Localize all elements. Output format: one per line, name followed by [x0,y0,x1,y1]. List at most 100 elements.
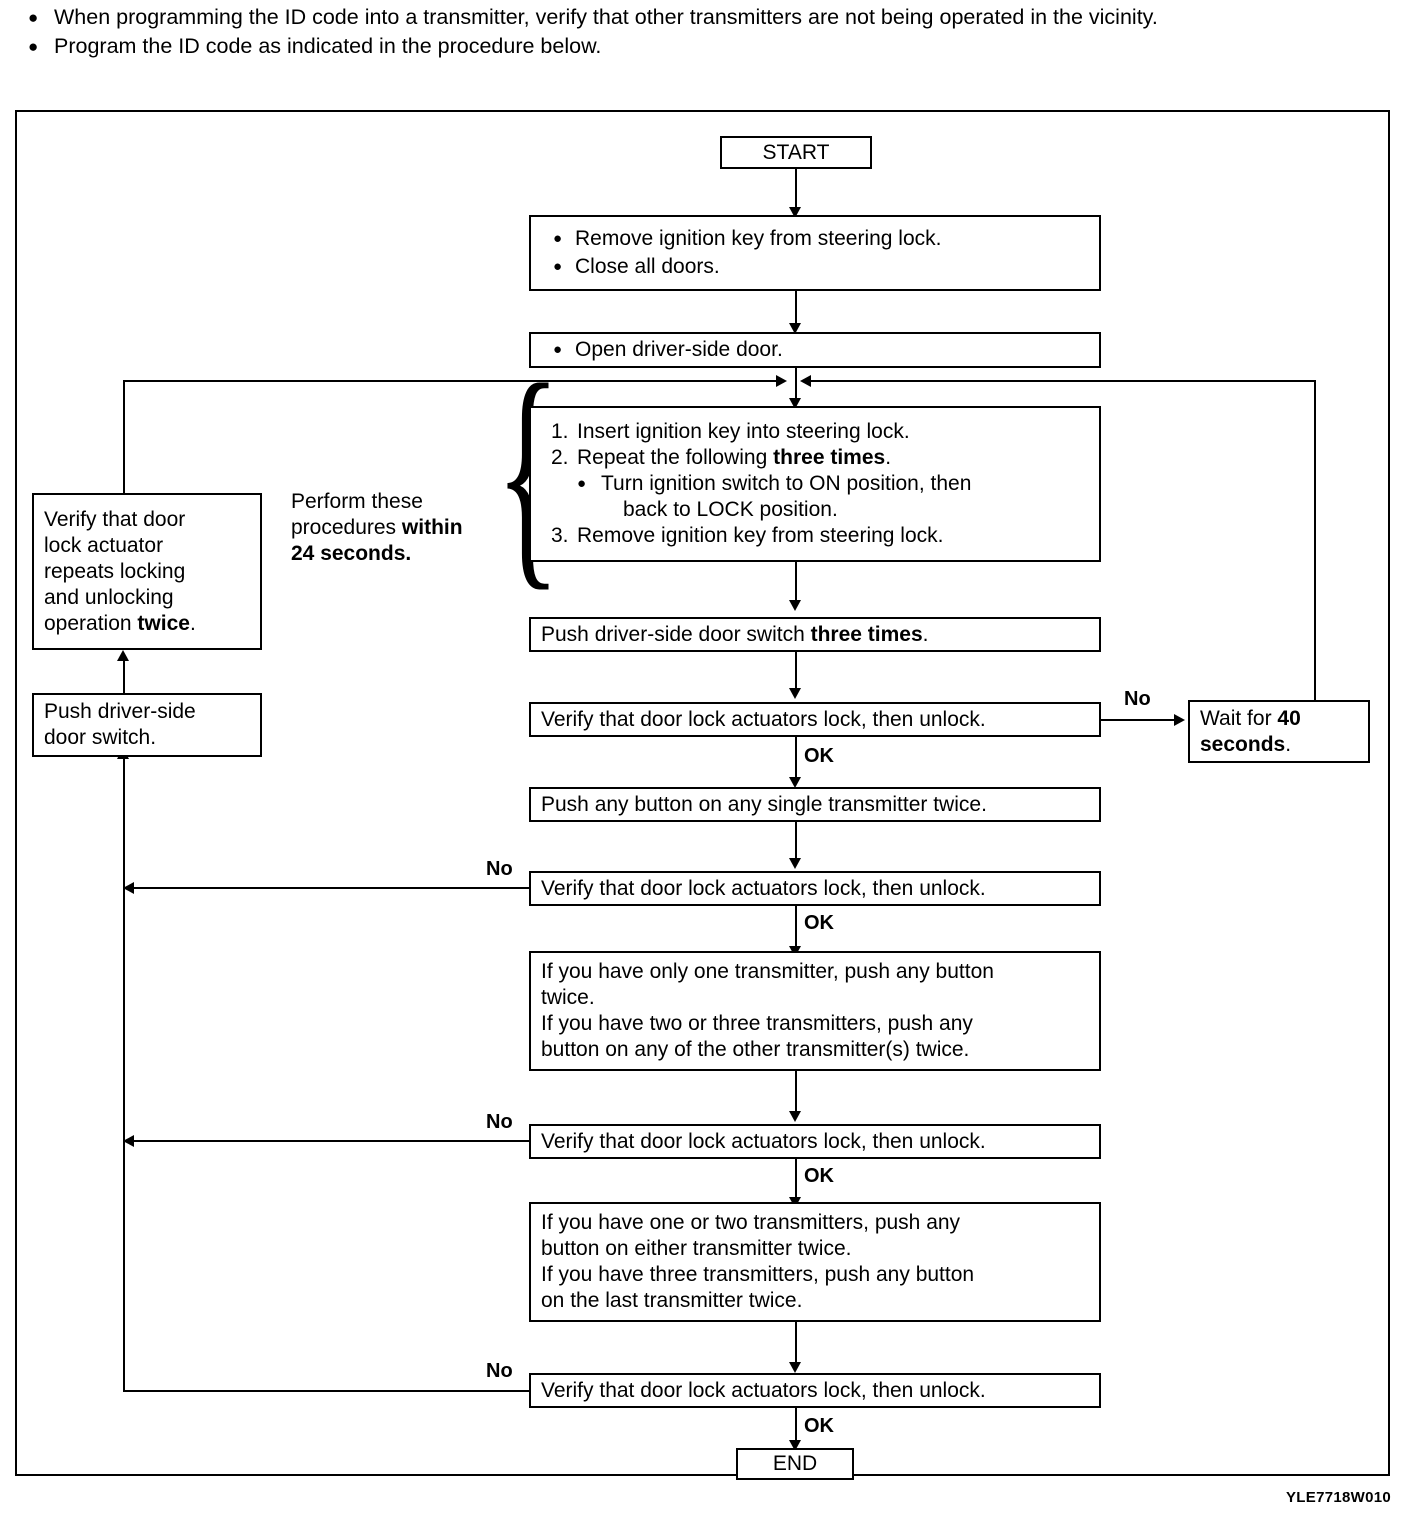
open-door-item-text: Open driver-side door. [575,338,783,361]
flow-node-wait: Wait for 40 seconds. [1188,700,1370,763]
wait-line1: Wait for 40 [1200,706,1301,730]
step-text: Remove ignition key from steering lock. [577,524,944,547]
bullet-dot-icon: ● [553,230,563,247]
bullet-dot-icon: ● [28,37,39,56]
bullet-dot-icon: ● [553,258,563,275]
push-door-switch-line2: door switch. [44,726,157,749]
step-text: Repeat the following three times. [577,446,892,469]
step-number: 3. [551,524,569,547]
left-trunk-upper [123,380,125,493]
flow-node-verify-actuator-repeat: Verify that door lock actuator repeats l… [32,493,262,650]
arrowhead-down-icon [789,323,801,334]
arrowhead-up-icon [117,650,129,661]
connector-verify3-no [123,1140,529,1142]
connector-transmitterb-to-verify4 [795,1322,797,1366]
connector-verify1-ok [795,737,797,783]
edge-label-ok: OK [804,1165,834,1187]
connector-pushdoorswitch-to-verifyrepeat [123,661,125,693]
transmitter-a-line3: If you have two or three transmitters, p… [541,1012,973,1035]
intro-bullet-text: When programming the ID code into a tran… [54,5,1158,29]
connector-prep-to-opendoor [795,291,797,329]
edge-label-ok: OK [804,745,834,767]
verify-3-text: Verify that door lock actuators lock, th… [541,1129,986,1153]
transmitter-a-line2: twice. [541,986,595,1009]
arrowhead-left-icon [800,375,811,387]
arrowhead-left-icon [123,882,134,894]
step-number: 1. [551,420,569,443]
flow-node-verify-3: Verify that door lock actuators lock, th… [529,1124,1101,1159]
flow-node-open-door: ● Open driver-side door. [529,332,1101,368]
flow-node-verify-1: Verify that door lock actuators lock, th… [529,702,1101,737]
open-door-item-list: ● Open driver-side door. [531,336,1099,364]
push-door-switch-line1: Push driver-side [44,700,196,723]
arrowhead-down-icon [789,688,801,699]
prep-item: ● Remove ignition key from steering lock. [531,225,1099,253]
merge-line-left [123,380,783,382]
flow-node-transmitter-b: If you have one or two transmitters, pus… [529,1202,1101,1322]
arrowhead-right-icon [1174,714,1185,726]
step-number: 2. [551,446,569,469]
flow-node-verify-2: Verify that door lock actuators lock, th… [529,871,1101,906]
flow-node-verify-4: Verify that door lock actuators lock, th… [529,1373,1101,1408]
intro-bullet-text: Program the ID code as indicated in the … [54,34,602,58]
verify-repeat-line5: operation twice. [44,611,196,635]
merge-line-right [808,380,1316,382]
arrowhead-down-icon [789,1362,801,1373]
connector-verify4-no [123,1390,529,1392]
connector-transmittera-to-verify3 [795,1071,797,1115]
prep-item: ●Close all doors. [531,253,1099,281]
prep-item-list: ● Remove ignition key from steering lock.… [531,225,1099,281]
key-procedure-subitem: ● Turn ignition switch to ON position, t… [531,471,1099,523]
flow-node-push-single-transmitter: Push any button on any single transmitte… [529,787,1101,822]
bullet-dot-icon: ● [553,341,563,358]
timed-note: Perform these procedures within 24 secon… [291,489,496,567]
arrowhead-down-icon [789,1111,801,1122]
verify-2-text: Verify that door lock actuators lock, th… [541,876,986,900]
arrowhead-right-icon [776,375,787,387]
edge-label-no: No [486,858,513,880]
connector-verify4-ok [795,1408,797,1446]
edge-label-ok: OK [804,912,834,934]
left-feedback-trunk [123,757,125,1391]
flow-node-key-procedure: 1. Insert ignition key into steering loc… [529,406,1101,562]
step-text: Insert ignition key into steering lock. [577,420,910,443]
connector-keyproc-to-pushswitch [795,562,797,604]
transmitter-a-line4: button on any of the other transmitter(s… [541,1038,970,1061]
wait-line2: seconds. [1200,732,1292,756]
edge-label-ok: OK [804,1415,834,1437]
end-label: END [772,1452,818,1475]
arrowhead-down-icon [789,600,801,611]
open-door-item: ● Open driver-side door. [531,336,1099,364]
prep-item-text: Remove ignition key from steering lock. [575,227,942,250]
reference-code: YLE7718W010 [1286,1489,1392,1506]
connector-merge-to-keyproc [795,382,797,404]
transmitter-a-line1: If you have only one transmitter, push a… [541,960,994,983]
right-feedback-trunk [1314,380,1316,700]
intro-bullet-item: ● Program the ID code as indicated in th… [18,33,1398,60]
timed-note-line2: procedures within [291,516,463,539]
connector-pushsingle-to-verify2 [795,822,797,864]
intro-bullet-item: ● When programming the ID code into a tr… [18,4,1398,31]
timed-note-line1: Perform these [291,490,423,513]
timed-note-line3: 24 seconds. [291,542,412,565]
edge-label-no: No [1124,688,1151,710]
verify-repeat-line2: lock actuator [44,533,164,557]
transmitter-b-line3: If you have three transmitters, push any… [541,1263,975,1286]
flow-node-transmitter-a: If you have only one transmitter, push a… [529,951,1101,1071]
connector-opendoor-down [795,368,797,382]
key-procedure-item: 3. Remove ignition key from steering loc… [531,523,1099,549]
connector-verify1-no [1101,719,1176,721]
verify-repeat-line4: and unlocking [44,585,174,609]
connector-verify2-no [123,887,529,889]
arrowhead-left-icon [123,1135,134,1147]
edge-label-no: No [486,1360,513,1382]
key-procedure-item: 1. Insert ignition key into steering loc… [531,419,1099,445]
arrowhead-down-icon [789,777,801,788]
verify-1-text: Verify that door lock actuators lock, th… [541,707,986,731]
intro-bullet-list: ● When programming the ID code into a tr… [18,4,1398,62]
arrowhead-down-icon [789,398,801,409]
verify-4-text: Verify that door lock actuators lock, th… [541,1378,986,1402]
connector-start-to-prep [795,169,797,211]
flow-node-push-door-switch: Push driver-side door switch. [32,693,262,757]
start-label: START [762,140,830,164]
